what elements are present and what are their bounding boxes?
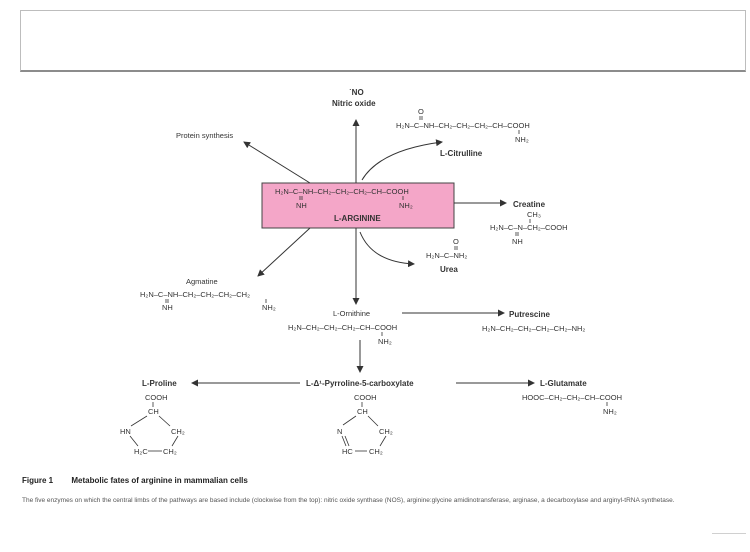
urea-label: Urea (440, 265, 458, 274)
agmatine-amino: NH₂ (262, 303, 276, 312)
glutamate-formula: HOOC–CH₂–CH₂–CH–COOH (522, 393, 622, 402)
proline-hn: HN (120, 427, 131, 436)
putrescine-label: Putrescine (509, 310, 550, 319)
p5c-ch: CH (357, 407, 368, 416)
p5c-n: N (337, 427, 342, 436)
arginine-label: L-ARGININE (334, 214, 381, 223)
footer-rule (712, 533, 746, 534)
proline-h2c: H₂C (134, 447, 148, 456)
p5c-ch2-bottom: CH₂ (369, 447, 383, 456)
ornithine-formula: H₂N–CH₂–CH₂–CH₂–CH–COOH (288, 323, 397, 332)
putrescine-formula: H₂N–CH₂–CH₂–CH₂–CH₂–NH₂ (482, 324, 585, 333)
creatine-formula: H₂N–C–N–CH₂–COOH (490, 223, 568, 232)
ornithine-amino: NH₂ (378, 337, 392, 346)
no-label: Nitric oxide (332, 99, 376, 108)
proline-ring-bonds (129, 415, 179, 452)
arginine-imine: NH (296, 201, 307, 210)
proline-ch: CH (148, 407, 159, 416)
arginine-box (261, 182, 455, 229)
arrow-to-protein (243, 141, 311, 184)
arginine-amino: NH₂ (399, 201, 413, 210)
figure-caption-title: Figure 1 Metabolic fates of arginine in … (22, 476, 248, 485)
proline-cooh: COOH (145, 393, 168, 402)
agmatine-formula: H₂N–C–NH–CH₂–CH₂–CH₂–CH₂ (140, 290, 250, 299)
proline-label: L-Proline (142, 379, 177, 388)
citrulline-label: L-Citrulline (440, 149, 483, 158)
header-frame (20, 10, 746, 72)
creatine-label: Creatine (513, 200, 546, 209)
glutamate-amino: NH₂ (603, 407, 617, 416)
agmatine-imine: NH (162, 303, 173, 312)
arrow-to-agmatine (257, 227, 311, 277)
figure-title: Metabolic fates of arginine in mammalian… (71, 476, 248, 485)
urea-carbonyl: O (453, 237, 459, 246)
p5c-ring-bonds (341, 415, 387, 452)
arginine-formula: H₂N–C–NH–CH₂–CH₂–CH₂–CH–COOH (275, 187, 409, 196)
glutamate-label: L-Glutamate (540, 379, 587, 388)
arrow-to-urea (359, 231, 415, 268)
creatine-imine: NH (512, 237, 523, 246)
no-symbol: ˙NO (349, 88, 364, 97)
urea-formula: H₂N–C–NH₂ (426, 251, 467, 260)
figure-caption-body: The five enzymes on which the central li… (22, 497, 675, 504)
citrulline-carbonyl: O (418, 107, 424, 116)
proline-ch2-right: CH₂ (171, 427, 185, 436)
proline-ch2-bottom: CH₂ (163, 447, 177, 456)
ornithine-label: L-Ornithine (333, 309, 370, 318)
citrulline-formula: H₂N–C–NH–CH₂–CH₂–CH₂–CH–COOH (396, 121, 530, 130)
creatine-methyl: CH₃ (527, 210, 541, 219)
p5c-cooh: COOH (354, 393, 377, 402)
p5c-hc: HC (342, 447, 353, 456)
arrow-to-citrulline (361, 139, 443, 181)
protein-synthesis-label: Protein synthesis (176, 131, 233, 140)
figure-number: Figure 1 (22, 476, 54, 485)
p5c-label: L-Δ¹-Pyrroline-5-carboxylate (306, 379, 414, 388)
p5c-ch2-right: CH₂ (379, 427, 393, 436)
agmatine-label: Agmatine (186, 277, 218, 286)
citrulline-amino: NH₂ (515, 135, 529, 144)
pathway-arrows (191, 119, 535, 387)
